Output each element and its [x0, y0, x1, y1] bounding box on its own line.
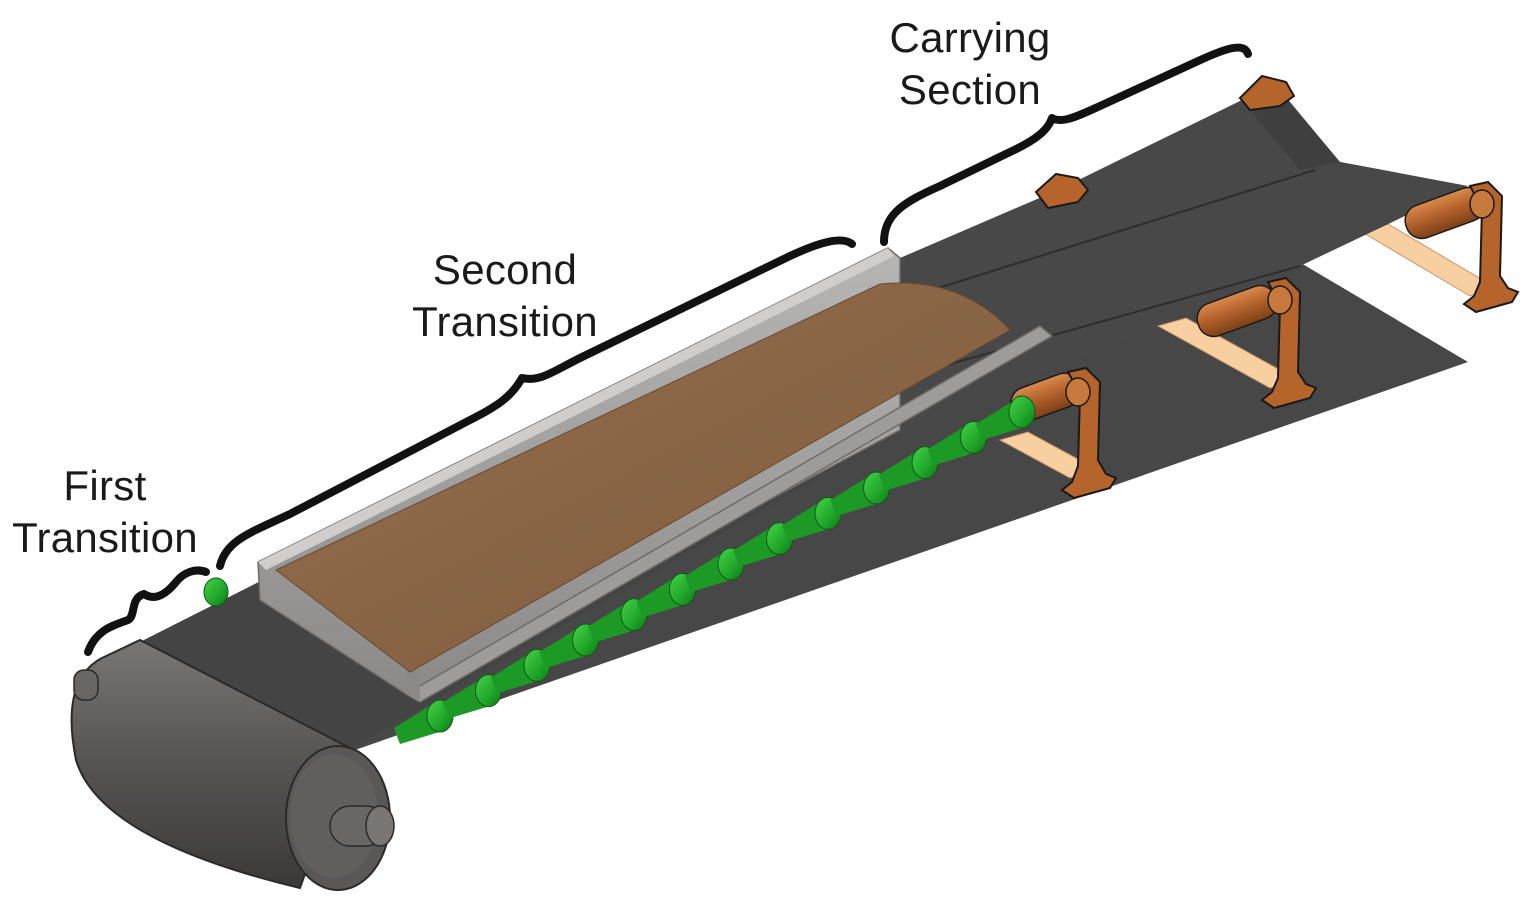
second-transition-brace	[216, 236, 856, 570]
carrying-section-brace	[880, 43, 1252, 246]
carrying-belt	[900, 100, 1468, 430]
carrying-section-label: Carrying Section	[870, 12, 1070, 116]
bulk-material	[275, 282, 1011, 673]
green-impact-roller-icon	[1008, 395, 1036, 429]
section-braces	[84, 43, 1252, 656]
green-impact-roller-icon	[203, 577, 229, 607]
second-transition-line1: Second	[432, 246, 578, 293]
first-transition-label: First Transition	[10, 460, 200, 564]
second-transition-label: Second Transition	[400, 244, 610, 348]
first-transition-line1: First	[63, 462, 147, 509]
cylinder-pulley-icon	[70, 638, 395, 891]
carrying-section-line2: Section	[898, 66, 1042, 113]
idler-set-3	[1404, 180, 1520, 314]
troughing-idler-icon	[1196, 276, 1318, 410]
impact-idlers	[394, 395, 1036, 744]
first-transition-brace	[84, 566, 210, 656]
first-transition-line2: Transition	[12, 514, 198, 561]
idler-set-2	[1196, 276, 1318, 410]
carrying-section-line1: Carrying	[889, 14, 1051, 61]
troughing-idler-icon	[1404, 180, 1520, 314]
second-transition-line2: Transition	[412, 298, 598, 345]
